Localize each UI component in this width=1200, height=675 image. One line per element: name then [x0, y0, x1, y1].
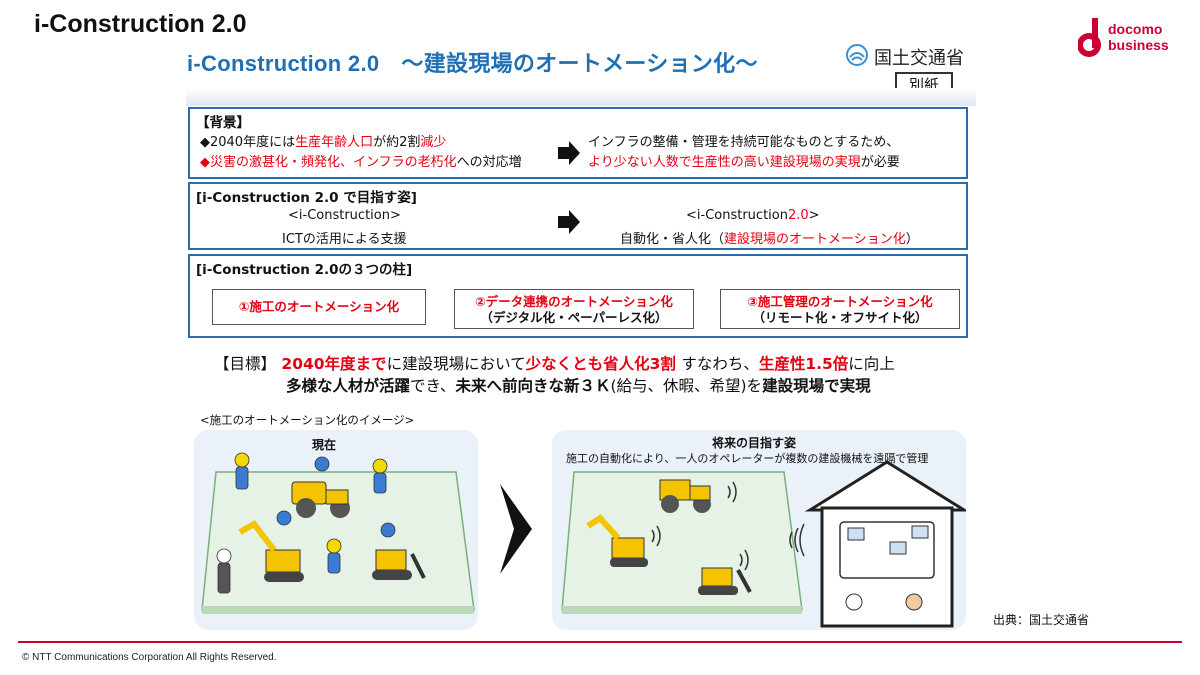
signal-wave-icons [651, 481, 805, 571]
text: <i-Construction [686, 208, 788, 223]
text-bold: 未来へ前向きな新３Ｋ [455, 377, 611, 395]
source-note: 出典：国土交通省 [993, 613, 1090, 627]
current-label: 現在 [312, 438, 337, 452]
document-title-main: i-Construction 2.0 [187, 51, 380, 76]
pillar-1: ①施工のオートメーション化 [212, 289, 426, 325]
big-right-arrow-icon [500, 484, 532, 574]
text-red: 少なくとも省人化3割 [525, 355, 676, 373]
aim-left-title: <i-Construction> [288, 208, 401, 223]
goal-line-1: 【目標】 2040年度までに建設現場において少なくとも省人化3割 すなわち、生産… [214, 352, 895, 374]
aim-right-title: <i-Construction2.0> [686, 208, 820, 223]
docomo-business-logo: docomo business [1078, 16, 1188, 66]
text-red: 生産性1.5倍 [758, 355, 849, 373]
text: に向上 [848, 355, 895, 373]
text: > [808, 208, 820, 223]
text: 自動化・省人化（ [620, 232, 725, 247]
text: すなわち、 [681, 355, 759, 373]
text: が必要 [860, 155, 900, 170]
background-box: 【背景】 ◆2040年度には生産年齢人口が約2割減少 ◆災害の激甚化・頻発化、イ… [188, 107, 968, 179]
copyright: © NTT Communications Corporation All Rig… [22, 652, 277, 663]
background-bullet-1: ◆2040年度には生産年齢人口が約2割減少 [200, 131, 446, 150]
pillar-2: ②データ連携のオートメーション化 （デジタル化・ペーパーレス化） [454, 289, 694, 329]
mlit-emblem-icon [846, 44, 868, 66]
aim-right-desc: 自動化・省人化（建設現場のオートメーション化） [620, 228, 919, 247]
current-panel: 現在 [194, 430, 478, 630]
text: への対応増 [456, 155, 522, 170]
pillar-3: ③施工管理のオートメーション化 （リモート化・オフサイト化） [720, 289, 960, 329]
text-red: ◆災害の激甚化・頻発化、インフラの老朽化 [200, 155, 457, 170]
text-red: 2040年度まで [281, 355, 387, 373]
docomo-d-mark-icon [1078, 18, 1101, 57]
background-result-2: より少ない人数で生産性の高い建設現場の実現が必要 [588, 151, 900, 170]
text-red: 生産年齢人口 [295, 135, 374, 150]
pillar-3-title: ③施工管理のオートメーション化 [747, 294, 933, 309]
pillars-box: [i-Construction 2.0の３つの柱] ①施工のオートメーション化 … [188, 254, 968, 338]
current-site-illustration [201, 452, 475, 614]
header-band [186, 88, 976, 106]
aim-heading: [i-Construction 2.0 で目指す姿] [196, 190, 417, 206]
text-bold: 多様な人材が活躍 [286, 377, 411, 395]
text: ◆2040年度には [200, 135, 296, 150]
footer-divider [18, 641, 1182, 643]
text-red: 建設現場のオートメーション化 [724, 232, 906, 247]
text-red: 2.0 [787, 208, 809, 223]
pillar-1-title: ①施工のオートメーション化 [238, 299, 400, 314]
remote-excavator-icon [586, 514, 648, 567]
pillar-2-sub: （デジタル化・ペーパーレス化） [480, 310, 668, 325]
text: ） [905, 232, 919, 247]
slide-title: i-Construction 2.0 [34, 10, 247, 38]
image-caption: <施工のオートメーション化のイメージ> [200, 413, 415, 427]
bulldozer-icon [372, 549, 426, 580]
background-bullet-2: ◆災害の激甚化・頻発化、インフラの老朽化への対応増 [200, 151, 522, 170]
background-result-1: インフラの整備・管理を持続可能なものとするため、 [588, 135, 900, 150]
brand-line1: docomo [1108, 21, 1163, 37]
text-bold: 建設現場で実現 [762, 377, 871, 395]
text: に建設現場において [386, 355, 526, 373]
future-panel: 将来の目指す姿 施工の自動化により、一人のオペレーターが複数の建設機械を遠隔で管… [552, 430, 966, 630]
goal-line-2: 多様な人材が活躍でき、未来へ前向きな新３Ｋ(給与、休暇、希望)を建設現場で実現 [286, 374, 871, 396]
goal-label: 【目標】 [214, 355, 277, 373]
document-title-subtitle: ～建設現場のオートメーション化～ [401, 51, 758, 76]
future-site-illustration [561, 460, 966, 628]
right-arrow-icon [558, 210, 580, 234]
excavator-icon [238, 520, 304, 582]
control-house-icon [804, 460, 966, 628]
pillar-3-sub: （リモート化・オフサイト化） [752, 310, 928, 325]
pillars-heading: [i-Construction 2.0の３つの柱] [196, 262, 413, 278]
roller-icon [291, 481, 350, 518]
background-heading: 【背景】 [196, 115, 250, 131]
remote-roller-icon [659, 479, 711, 513]
text: (給与、休暇、希望)を [610, 377, 763, 395]
right-arrow-icon [558, 141, 580, 165]
pillar-2-title: ②データ連携のオートメーション化 [475, 294, 673, 309]
text-red: より少ない人数で生産性の高い建設現場の実現 [588, 155, 861, 170]
aim-left-desc: ICTの活用による支援 [282, 232, 407, 247]
remote-bulldozer-icon [698, 567, 752, 595]
ministry-name: 国土交通省 [874, 48, 964, 69]
future-desc: 施工の自動化により、一人のオペレーターが複数の建設機械を遠隔で管理 [566, 452, 929, 465]
text-red: 減少 [420, 135, 447, 150]
brand-line2: business [1108, 37, 1169, 53]
future-label: 将来の目指す姿 [712, 436, 797, 450]
text: が約2割 [373, 135, 421, 150]
text: でき、 [410, 377, 456, 395]
document-title: i-Construction 2.0 ～建設現場のオートメーション化～ [187, 46, 758, 78]
aim-box: [i-Construction 2.0 で目指す姿] <i-Constructi… [188, 182, 968, 250]
